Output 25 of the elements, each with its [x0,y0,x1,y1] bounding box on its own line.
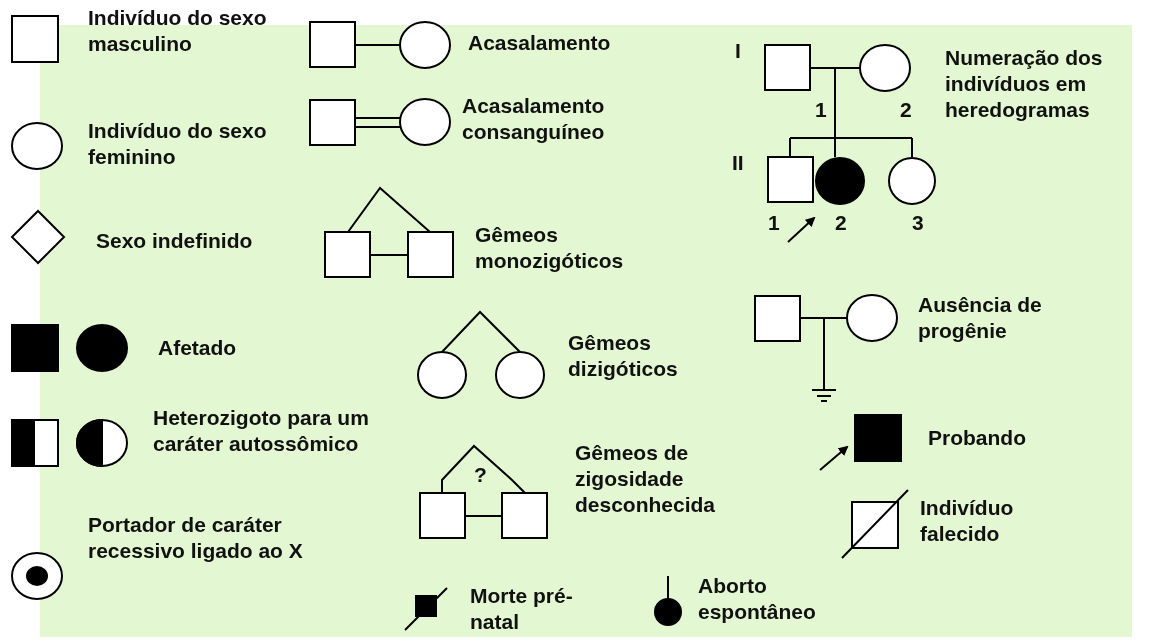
symbol-label: Sexo indefinido [96,228,253,254]
symbol-label: Afetado [158,335,237,361]
generation-number: II [732,150,744,176]
symbol-label: Indivíduo do sexo feminino [88,118,268,170]
symbol-label: Numeração dos indivíduos em heredogramas [945,45,1104,123]
symbol-label: Ausência de progênie [918,292,1043,344]
symbol-label: Morte pré-natal [470,583,574,635]
individual-number: 1 [768,210,780,236]
symbol-label: Gêmeos monozigóticos [475,222,625,274]
generation-number: I [735,38,741,64]
symbol-label: Acasalamento [468,30,611,56]
individual-number: 2 [835,210,847,236]
symbol-label: Gêmeos de zigosidade desconhecida [575,440,717,518]
symbol-label: Aborto espontâneo [698,573,817,625]
individual-number: 3 [912,210,924,236]
symbol-label: Gêmeos dizigóticos [568,330,679,382]
question-mark: ? [474,462,487,488]
symbol-label: Portador de caráter recessivo ligado ao X [88,512,304,564]
symbol-label: Indivíduo falecido [920,495,1015,547]
symbol-label: Acasalamento consanguíneo [462,93,606,145]
symbol-label: Heterozigoto para um caráter autossômico [153,405,370,457]
symbol-label: Probando [928,425,1026,451]
symbol-label: Indivíduo do sexo masculino [88,5,268,57]
individual-number: 1 [815,97,827,123]
individual-number: 2 [900,97,912,123]
